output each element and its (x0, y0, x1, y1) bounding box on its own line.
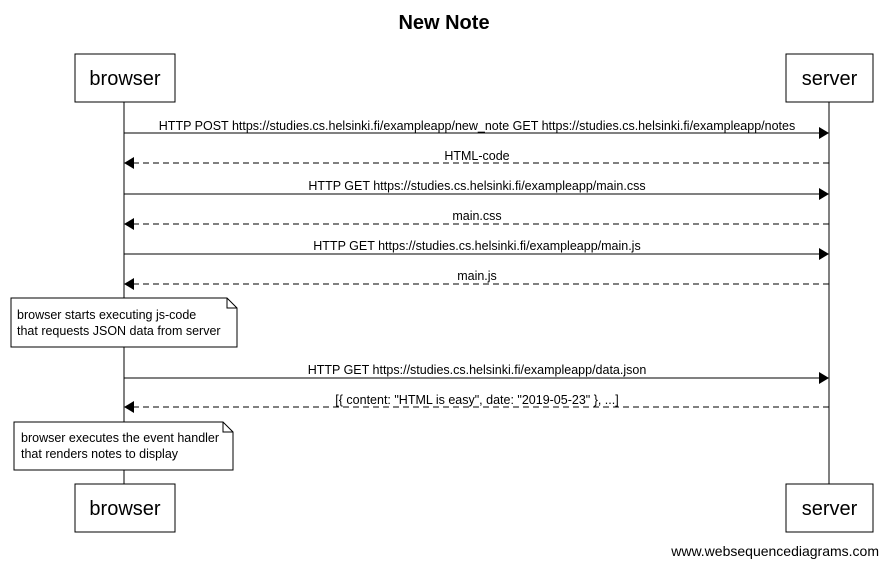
diagram-title: New Note (398, 12, 489, 34)
message-label: main.css (452, 209, 501, 223)
message-4: main.css (124, 209, 829, 230)
participant-label: server (802, 68, 858, 90)
arrowhead-icon (124, 401, 134, 413)
note-fold-icon (222, 422, 233, 433)
participant-label: browser (89, 68, 160, 90)
message-7: HTTP GET https://studies.cs.helsinki.fi/… (124, 363, 829, 384)
participant-server-bottom: server (785, 483, 874, 533)
arrowhead-icon (124, 278, 134, 290)
participant-server-top: server (785, 53, 874, 103)
note-line: browser starts executing js-code (17, 308, 196, 322)
message-label: HTTP GET https://studies.cs.helsinki.fi/… (308, 179, 645, 193)
arrowhead-icon (124, 218, 134, 230)
message-8: [{ content: "HTML is easy", date: "2019-… (124, 393, 829, 413)
note-box (10, 297, 238, 348)
message-5: HTTP GET https://studies.cs.helsinki.fi/… (124, 239, 829, 260)
message-label: main.js (457, 269, 497, 283)
note-box (13, 421, 234, 471)
arrowhead-icon (819, 372, 829, 384)
arrowhead-icon (819, 188, 829, 200)
participant-browser-top: browser (74, 53, 176, 103)
message-3: HTTP GET https://studies.cs.helsinki.fi/… (124, 179, 829, 200)
message-2: HTML-code (124, 149, 829, 169)
note-fold-icon (226, 298, 237, 309)
note-1: browser starts executing js-code that re… (10, 297, 238, 348)
arrowhead-icon (819, 248, 829, 260)
message-6: main.js (124, 269, 829, 290)
participant-label: browser (89, 498, 160, 520)
message-label: HTTP GET https://studies.cs.helsinki.fi/… (313, 239, 640, 253)
message-label: HTTP POST https://studies.cs.helsinki.fi… (159, 119, 795, 133)
message-label: HTML-code (444, 149, 509, 163)
participant-browser-bottom: browser (74, 483, 176, 533)
participant-label: server (802, 498, 858, 520)
message-label: [{ content: "HTML is easy", date: "2019-… (335, 393, 618, 407)
note-2: browser executes the event handler that … (13, 421, 234, 471)
watermark-text: www.websequencediagrams.com (670, 543, 879, 559)
arrowhead-icon (124, 157, 134, 169)
note-line: that renders notes to display (21, 447, 179, 461)
note-line: that requests JSON data from server (17, 324, 221, 338)
note-line: browser executes the event handler (21, 431, 219, 445)
message-1: HTTP POST https://studies.cs.helsinki.fi… (124, 119, 829, 139)
message-label: HTTP GET https://studies.cs.helsinki.fi/… (308, 363, 647, 377)
arrowhead-icon (819, 127, 829, 139)
